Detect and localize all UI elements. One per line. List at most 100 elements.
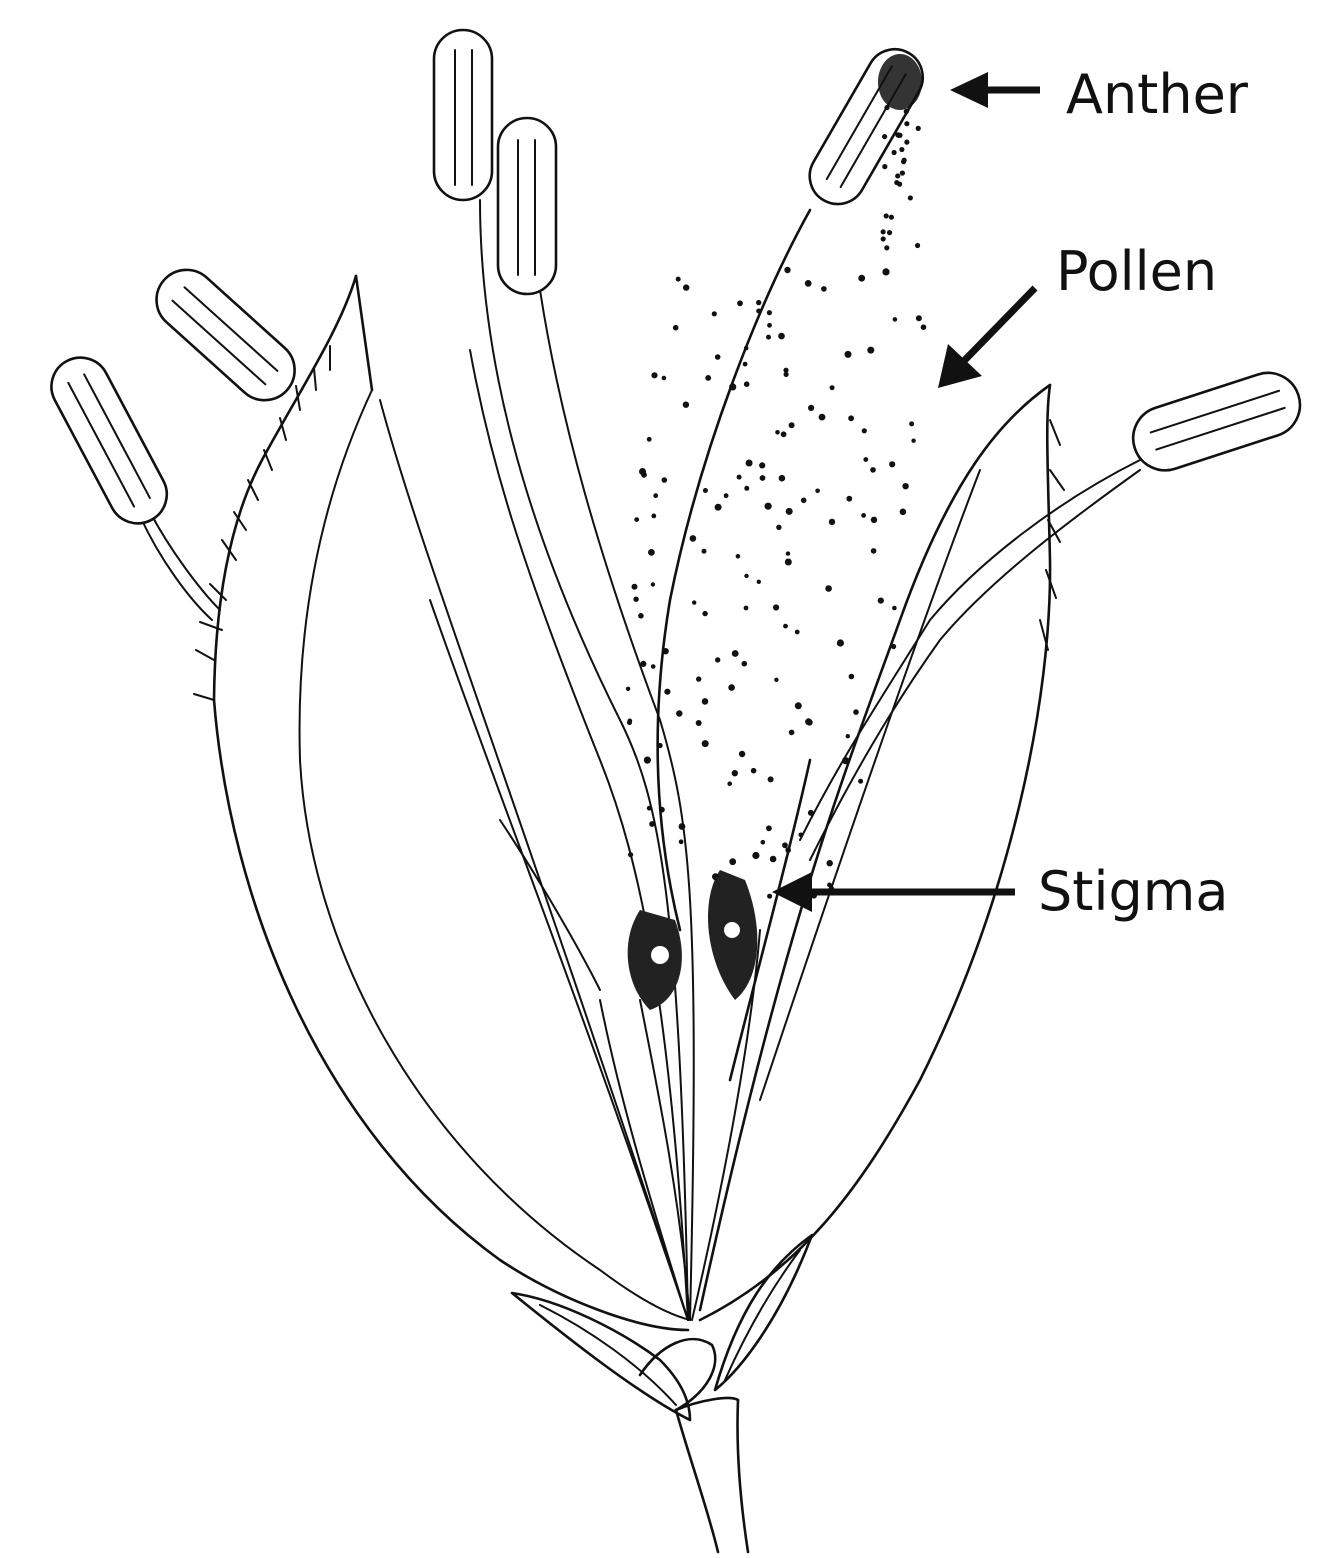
pollen-grain bbox=[774, 678, 778, 682]
pollen-grain bbox=[805, 280, 812, 287]
pollen-grain bbox=[882, 268, 889, 275]
pollen-grain bbox=[756, 300, 761, 305]
pollen-grain bbox=[889, 461, 895, 467]
right-anther bbox=[1125, 365, 1308, 479]
pollen-grain bbox=[889, 215, 894, 220]
pollen-grain bbox=[627, 719, 632, 724]
pollen-grain bbox=[767, 323, 772, 328]
pollen-grain bbox=[867, 347, 874, 354]
pollen-grain bbox=[673, 325, 679, 331]
pollen-grain bbox=[662, 648, 668, 654]
pollen-grain bbox=[744, 606, 749, 611]
pollen-grain bbox=[744, 574, 748, 578]
pollen-grain bbox=[705, 375, 711, 381]
pollen-grain bbox=[712, 311, 717, 316]
pollen-grain bbox=[659, 807, 665, 813]
pollen-grain bbox=[759, 462, 765, 468]
pollen-grain bbox=[775, 430, 780, 435]
pollen-grain bbox=[712, 873, 719, 880]
pollen-grain bbox=[900, 509, 907, 516]
pollen-grain bbox=[819, 414, 826, 421]
pollen-grain bbox=[679, 823, 686, 830]
pollen-grain bbox=[900, 170, 905, 175]
pollen-grain bbox=[895, 173, 900, 178]
pollen-grain bbox=[648, 549, 655, 556]
pollen-grains bbox=[626, 105, 926, 899]
pollen-grain bbox=[690, 535, 697, 542]
pollen-grain bbox=[651, 664, 656, 669]
pollen-grain bbox=[862, 428, 867, 433]
pollen-grain bbox=[786, 508, 793, 515]
pollen-grain bbox=[808, 810, 814, 816]
pollen-grain bbox=[858, 275, 865, 282]
pollen-grain bbox=[732, 650, 739, 657]
pollen-grain bbox=[651, 582, 655, 586]
stigma-callout: Stigma bbox=[772, 860, 1228, 923]
pollen-grain bbox=[702, 549, 707, 554]
pollen-grain bbox=[651, 514, 656, 519]
pollen-grain bbox=[899, 147, 904, 152]
floret-center bbox=[380, 200, 1140, 1320]
pollen-grain bbox=[911, 439, 915, 443]
pollen-grain bbox=[757, 580, 761, 584]
pollen-grain bbox=[861, 513, 866, 518]
pollen-callout: Pollen bbox=[938, 240, 1217, 388]
top-anther-2 bbox=[498, 118, 556, 294]
pollen-grain bbox=[756, 309, 761, 314]
pollen-grain bbox=[692, 600, 696, 604]
pollen-grain bbox=[696, 720, 702, 726]
pollen-grain bbox=[808, 405, 814, 411]
pollen-grain bbox=[702, 740, 709, 747]
pollen-grain bbox=[849, 674, 855, 680]
pollen-grain bbox=[676, 710, 682, 716]
pollen-grain bbox=[904, 140, 909, 145]
pollen-grain bbox=[702, 698, 709, 705]
pollen-grain bbox=[728, 684, 735, 691]
pollen-label: Pollen bbox=[1056, 240, 1217, 303]
pollen-grain bbox=[743, 362, 748, 367]
pollen-grain bbox=[894, 180, 899, 185]
pollen-grain bbox=[882, 134, 887, 139]
pollen-grain bbox=[647, 437, 652, 442]
pollen-grain bbox=[881, 229, 886, 234]
pollen-grain bbox=[801, 498, 807, 504]
pollen-grain bbox=[915, 243, 920, 248]
pollen-grain bbox=[732, 770, 738, 776]
pollen-grain bbox=[878, 598, 884, 604]
pollen-grain bbox=[633, 597, 638, 602]
pollen-grain bbox=[842, 757, 849, 764]
pollen-grain bbox=[676, 277, 681, 282]
pollen-grain bbox=[909, 421, 914, 426]
pollen-grain bbox=[902, 483, 908, 489]
pollen-grain bbox=[821, 286, 827, 292]
stem bbox=[640, 1339, 748, 1552]
pollen-grain bbox=[871, 548, 877, 554]
pollen-grain bbox=[789, 730, 795, 736]
pollen-grain bbox=[785, 847, 791, 853]
pollen-grain bbox=[744, 381, 750, 387]
pollen-grain bbox=[858, 779, 863, 784]
pollen-grain bbox=[785, 559, 792, 566]
pollen-grain bbox=[658, 743, 663, 748]
pollen-grain bbox=[799, 833, 804, 838]
pollen-grain bbox=[739, 751, 745, 757]
pollen-grain bbox=[768, 776, 774, 782]
pollen-grain bbox=[736, 554, 741, 559]
pollen-grain bbox=[908, 195, 913, 200]
pollen-grain bbox=[746, 460, 753, 467]
pollen-grain bbox=[881, 236, 886, 241]
pollen-grain bbox=[737, 475, 742, 480]
stigma-label: Stigma bbox=[1038, 860, 1228, 923]
pollen-grain bbox=[781, 431, 787, 437]
pollen-grain bbox=[891, 644, 896, 649]
pollen-grain bbox=[744, 486, 749, 491]
pollen-grain bbox=[638, 613, 644, 619]
pollen-grain bbox=[649, 821, 655, 827]
pollen-grain bbox=[644, 757, 651, 764]
pollen-grain bbox=[891, 150, 896, 155]
pollen-grain bbox=[827, 883, 832, 888]
pollen-grain bbox=[884, 213, 889, 218]
pollen-grain bbox=[848, 415, 854, 421]
pollen-grain bbox=[766, 335, 771, 340]
